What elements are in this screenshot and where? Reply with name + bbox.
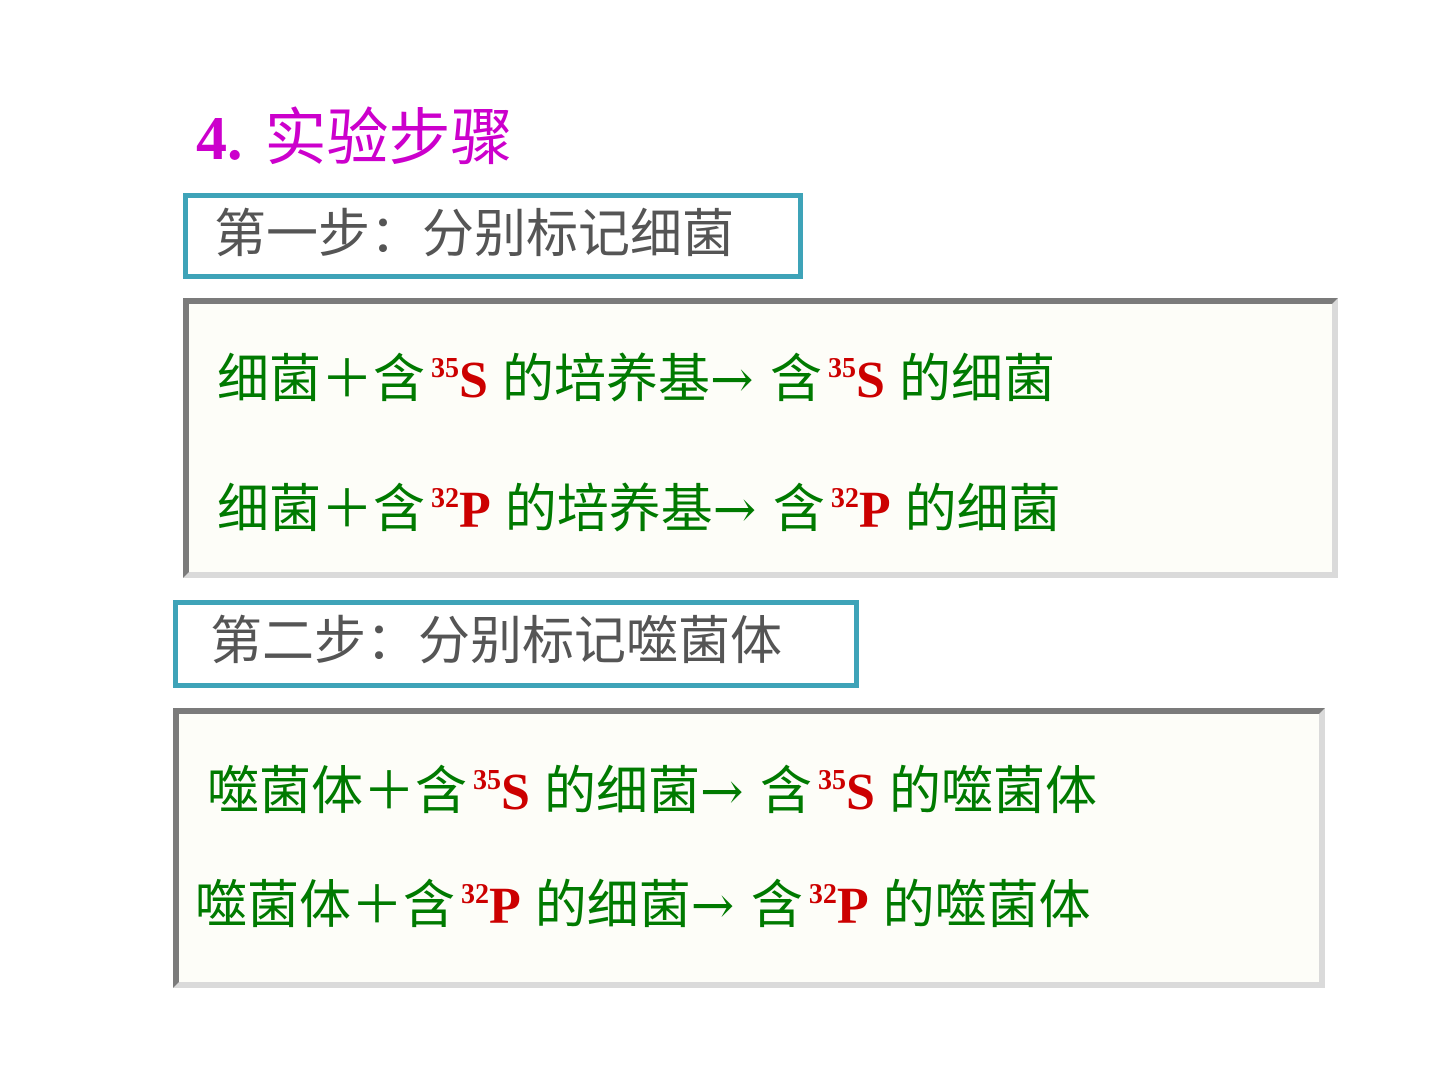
- isotope-symbol: S: [459, 352, 488, 409]
- isotope-mass: 35: [431, 353, 460, 384]
- equation-middle: 的培养基→ 含: [504, 480, 825, 540]
- equation-prefix: 细菌＋含: [217, 350, 426, 410]
- step-one-label-text: 第一步：分别标记细菌: [214, 205, 735, 265]
- equation-suffix: 的细菌: [898, 350, 1055, 410]
- section-heading: 4. 实验步骤: [196, 98, 513, 179]
- isotope-mass: 32: [830, 483, 859, 514]
- isotope-label: 32P: [425, 482, 505, 539]
- step-two-label: 第二步：分别标记噬菌体: [173, 600, 859, 688]
- isotope-symbol: S: [846, 764, 875, 821]
- isotope-label: 35S: [822, 352, 899, 409]
- isotope-symbol: S: [856, 352, 885, 409]
- isotope-symbol: P: [459, 482, 491, 539]
- isotope-label: 35S: [812, 764, 889, 821]
- isotope-mass: 32: [808, 879, 837, 910]
- isotope-label: 32P: [455, 878, 535, 935]
- isotope-symbol: P: [836, 878, 869, 935]
- equation-suffix: 的噬菌体: [882, 876, 1091, 936]
- equation-prefix: 噬菌体＋含: [195, 876, 456, 936]
- isotope-mass: 35: [818, 765, 847, 796]
- equation-prefix: 细菌＋含: [217, 480, 426, 540]
- isotope-mass: 32: [461, 879, 490, 910]
- isotope-label: 32P: [825, 482, 905, 539]
- isotope-label: 35S: [467, 764, 544, 821]
- equation-middle: 的细菌→ 含: [534, 876, 803, 936]
- isotope-mass: 32: [431, 483, 460, 514]
- equation-suffix: 的噬菌体: [888, 762, 1097, 822]
- equation-middle: 的培养基→ 含: [501, 350, 823, 410]
- step-two-label-text: 第二步：分别标记噬菌体: [210, 612, 783, 672]
- section-number: 4.: [196, 105, 243, 173]
- isotope-symbol: P: [489, 878, 521, 935]
- equation-prefix: 噬菌体＋含: [207, 762, 468, 822]
- equation-suffix: 的细菌: [904, 480, 1061, 540]
- isotope-symbol: P: [858, 482, 891, 539]
- section-title: 实验步骤: [264, 101, 513, 174]
- isotope-label: 35S: [425, 352, 502, 409]
- step-one-label: 第一步：分别标记细菌: [183, 193, 803, 279]
- isotope-symbol: S: [501, 764, 530, 821]
- isotope-mass: 35: [828, 353, 857, 384]
- isotope-mass: 35: [473, 765, 502, 796]
- isotope-label: 32P: [803, 878, 883, 935]
- equation-middle: 的细菌→ 含: [543, 762, 813, 822]
